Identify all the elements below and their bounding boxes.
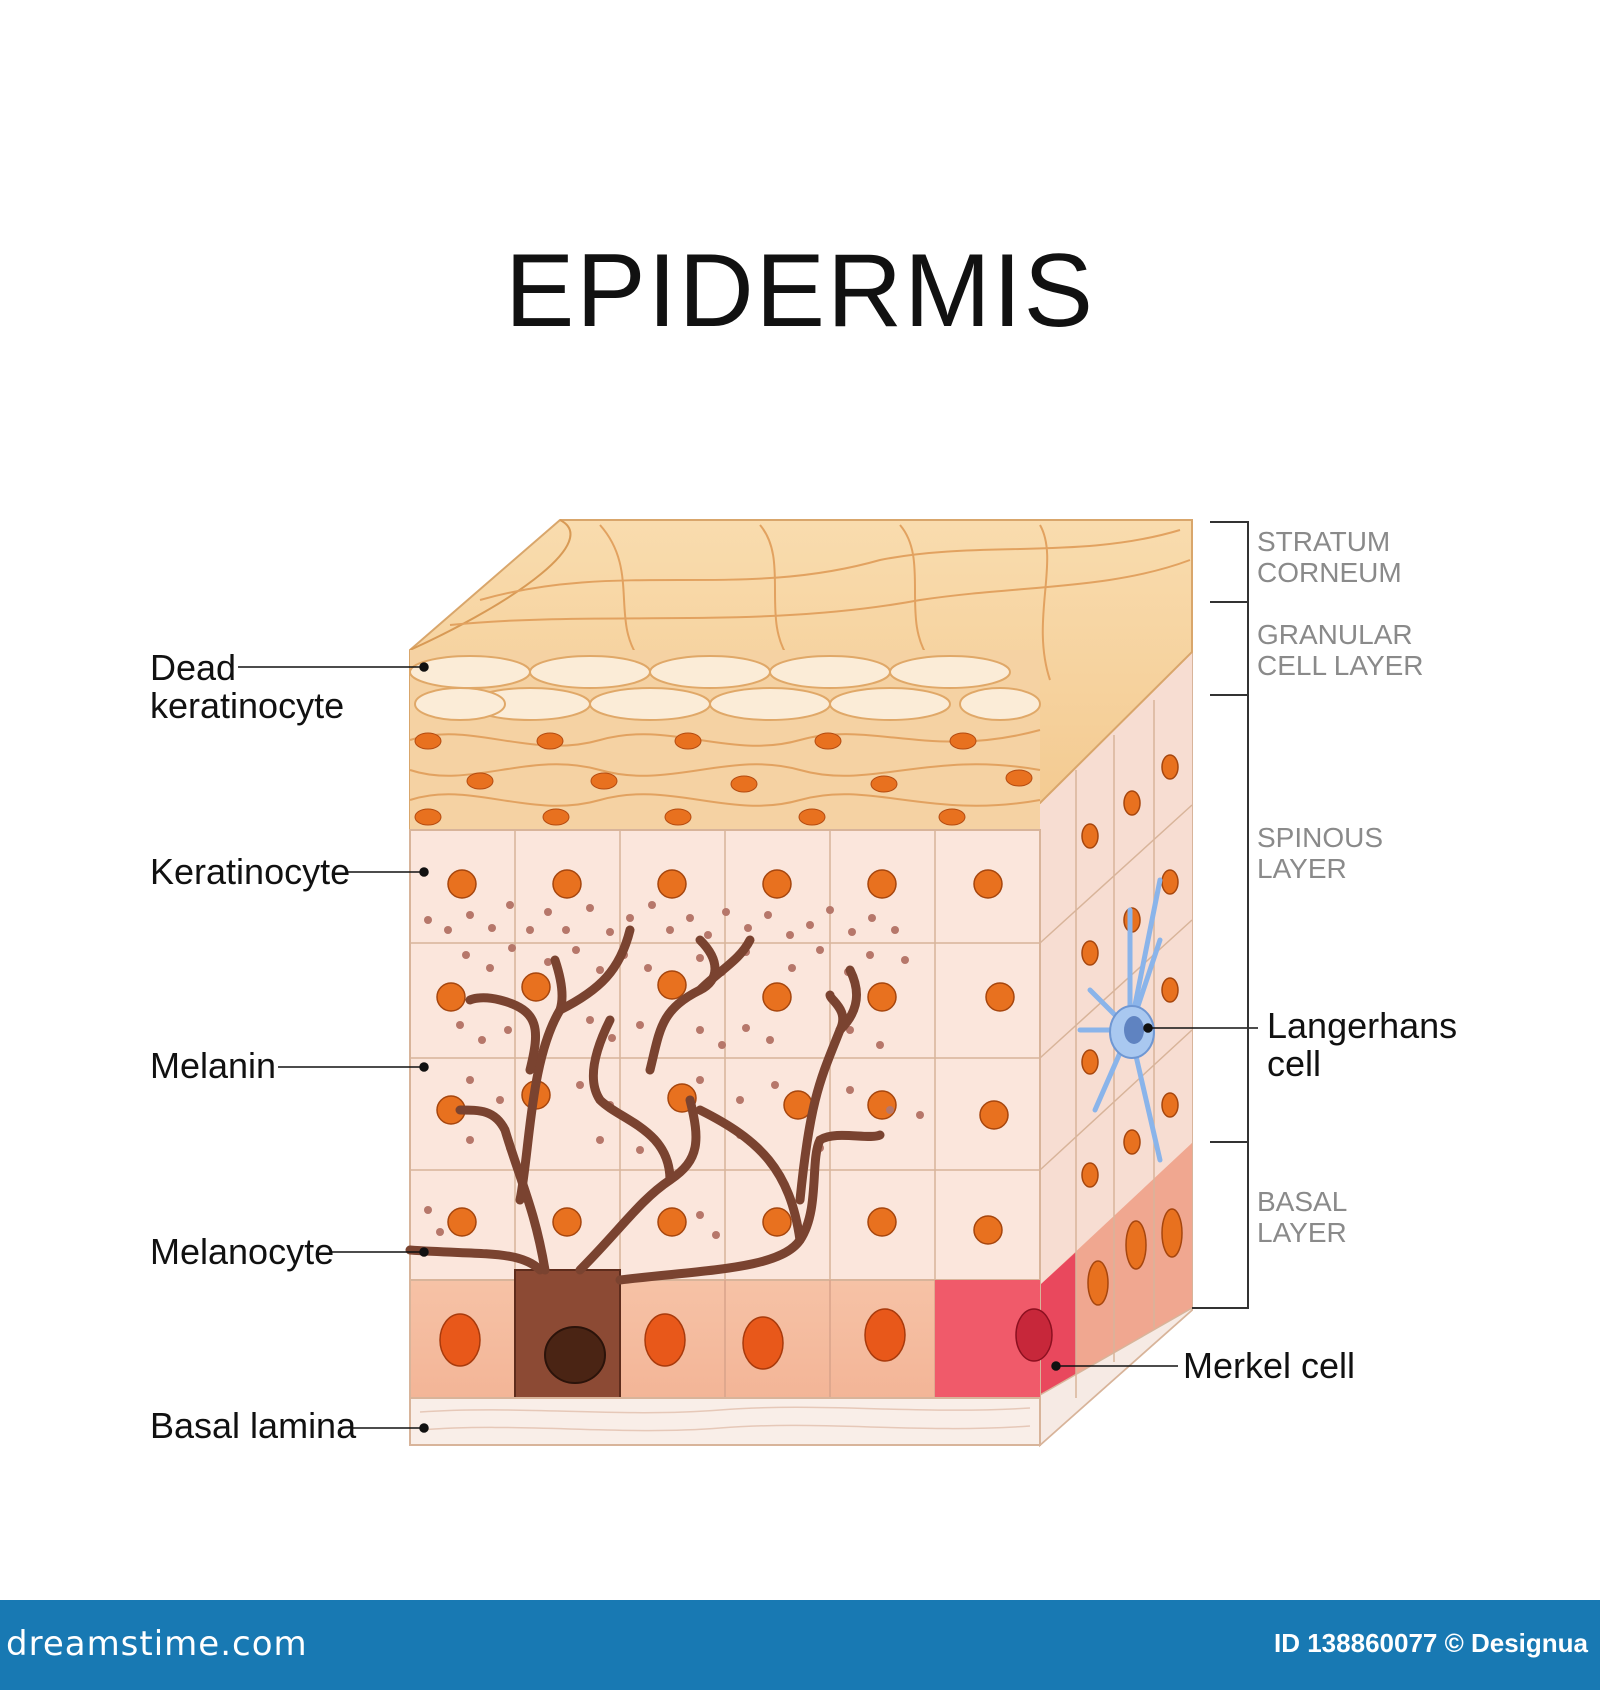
layer-basal-line2: LAYER	[1257, 1217, 1347, 1248]
merkel-cell	[935, 1280, 1053, 1398]
layer-granular-line1: GRANULAR	[1257, 619, 1413, 650]
label-langerhans-line1: Langerhans	[1267, 1005, 1458, 1046]
granular-cells	[409, 729, 1041, 831]
footer-image-id: ID 138860077 © Designua	[1274, 1628, 1588, 1658]
label-keratinocyte: Keratinocyte	[150, 851, 351, 892]
spinous-layer-front	[409, 829, 1041, 1281]
label-merkel-cell: Merkel cell	[1183, 1345, 1356, 1386]
epidermis-diagram	[238, 519, 1258, 1448]
label-basal-lamina: Basal lamina	[150, 1405, 357, 1446]
melanocyte	[405, 925, 885, 1399]
label-dead-keratinocyte-line1: Dead	[150, 647, 237, 688]
basal-lamina	[409, 1397, 1041, 1446]
layer-stratum-corneum-line1: STRATUM	[1257, 526, 1391, 557]
leader-lines	[238, 662, 1258, 1433]
layer-brackets	[1192, 521, 1249, 1309]
label-melanin: Melanin	[150, 1045, 277, 1086]
footer-bar	[0, 1600, 1600, 1690]
keratinocyte-nuclei	[436, 754, 1183, 1306]
layer-stratum-corneum-line2: CORNEUM	[1257, 557, 1402, 588]
footer-brand[interactable]: dreamstime.com	[6, 1624, 308, 1664]
layer-basal-line1: BASAL	[1257, 1186, 1348, 1217]
layer-granular-line2: CELL LAYER	[1257, 650, 1424, 681]
label-melanocyte: Melanocyte	[150, 1231, 335, 1272]
layer-spinous-line2: LAYER	[1257, 853, 1347, 884]
label-langerhans-line2: cell	[1267, 1043, 1322, 1084]
langerhans-cell	[1077, 877, 1163, 1163]
melanin-granules	[424, 901, 924, 1239]
layer-spinous-line1: SPINOUS	[1257, 822, 1384, 853]
diagram-title: EPIDERMIS	[504, 233, 1096, 349]
label-dead-keratinocyte-line2: keratinocyte	[150, 685, 345, 726]
